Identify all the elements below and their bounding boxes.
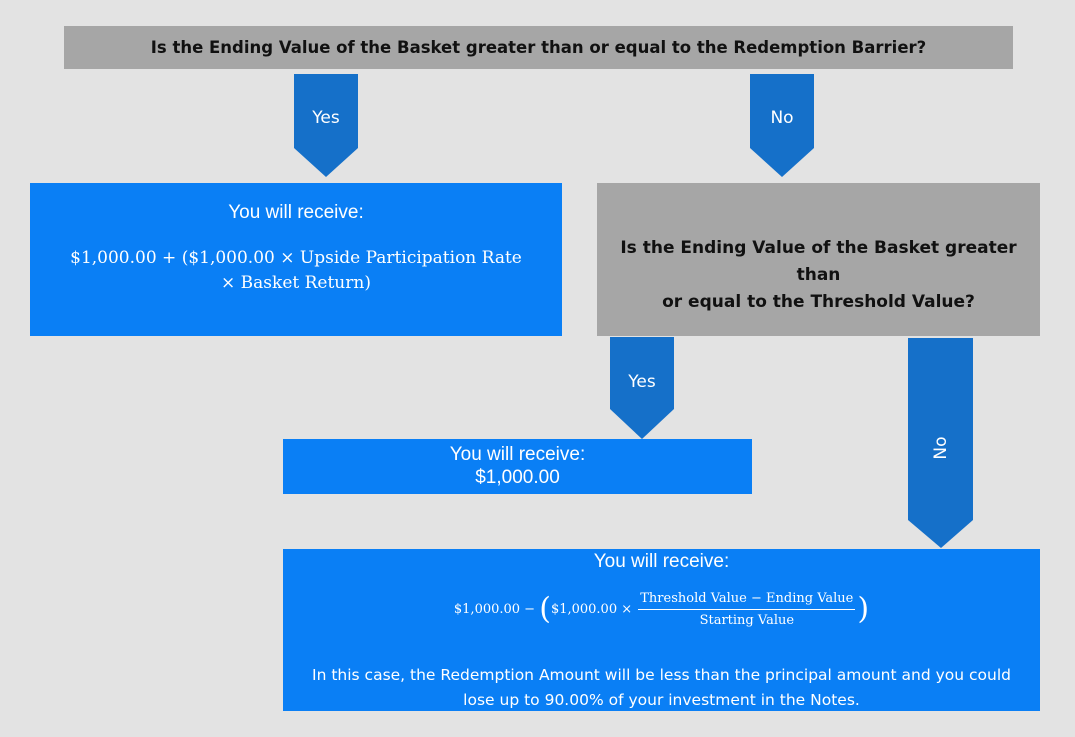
outcome-upside-formula-line1: $1,000.00 + ($1,000.00 × Upside Particip… <box>70 248 522 268</box>
arrow-q1-yes-label: Yes <box>312 108 340 128</box>
outcome-loss-note-line1: In this case, the Redemption Amount will… <box>312 666 1011 684</box>
arrow-down-icon <box>908 338 973 548</box>
formula-denominator: Starting Value <box>699 613 795 628</box>
formula-prefix: $1,000.00 − <box>453 602 536 617</box>
arrow-down-icon <box>294 74 358 177</box>
formula-open-paren: ( <box>539 591 551 627</box>
outcome-loss-heading: You will receive: <box>593 551 730 572</box>
arrow-q2-no: No <box>908 338 974 549</box>
arrow-q2-no-label: No <box>931 436 951 460</box>
arrow-q1-yes: Yes <box>294 74 358 178</box>
arrow-down-icon <box>610 337 674 439</box>
formula-close-paren: ) <box>857 591 870 627</box>
outcome-par-heading: You will receive: <box>449 444 586 465</box>
question-threshold-line2: or equal to the Threshold Value? <box>662 292 975 312</box>
arrow-q1-no-label: No <box>770 108 794 128</box>
question-threshold-value: Is the Ending Value of the Basket greate… <box>597 183 1040 336</box>
outcome-upside-heading: You will receive: <box>228 202 364 223</box>
formula-fraction: Threshold Value − Ending Value Starting … <box>638 591 856 628</box>
formula-numerator: Threshold Value − Ending Value <box>638 591 856 610</box>
outcome-par-box: You will receive: $1,000.00 <box>283 439 752 494</box>
outcome-par-amount: $1,000.00 <box>475 467 560 488</box>
question-threshold-line1: Is the Ending Value of the Basket greate… <box>620 238 1017 285</box>
outcome-loss-formula: $1,000.00 − ($1,000.00 × Threshold Value… <box>283 591 1040 628</box>
arrow-q2-yes: Yes <box>610 337 674 440</box>
outcome-upside-formula-line2: × Basket Return) <box>221 273 371 293</box>
arrow-q1-no: No <box>750 74 814 178</box>
outcome-loss-box: You will receive: $1,000.00 − ($1,000.00… <box>283 549 1040 711</box>
question-redemption-barrier: Is the Ending Value of the Basket greate… <box>64 26 1013 69</box>
outcome-upside-box: You will receive: $1,000.00 + ($1,000.00… <box>30 183 562 336</box>
outcome-loss-note-line2: lose up to 90.00% of your investment in … <box>463 691 860 709</box>
formula-inner: $1,000.00 × <box>550 602 633 617</box>
arrow-down-icon <box>750 74 814 177</box>
question-redemption-barrier-text: Is the Ending Value of the Basket greate… <box>150 38 927 57</box>
arrow-q2-yes-label: Yes <box>628 372 656 392</box>
